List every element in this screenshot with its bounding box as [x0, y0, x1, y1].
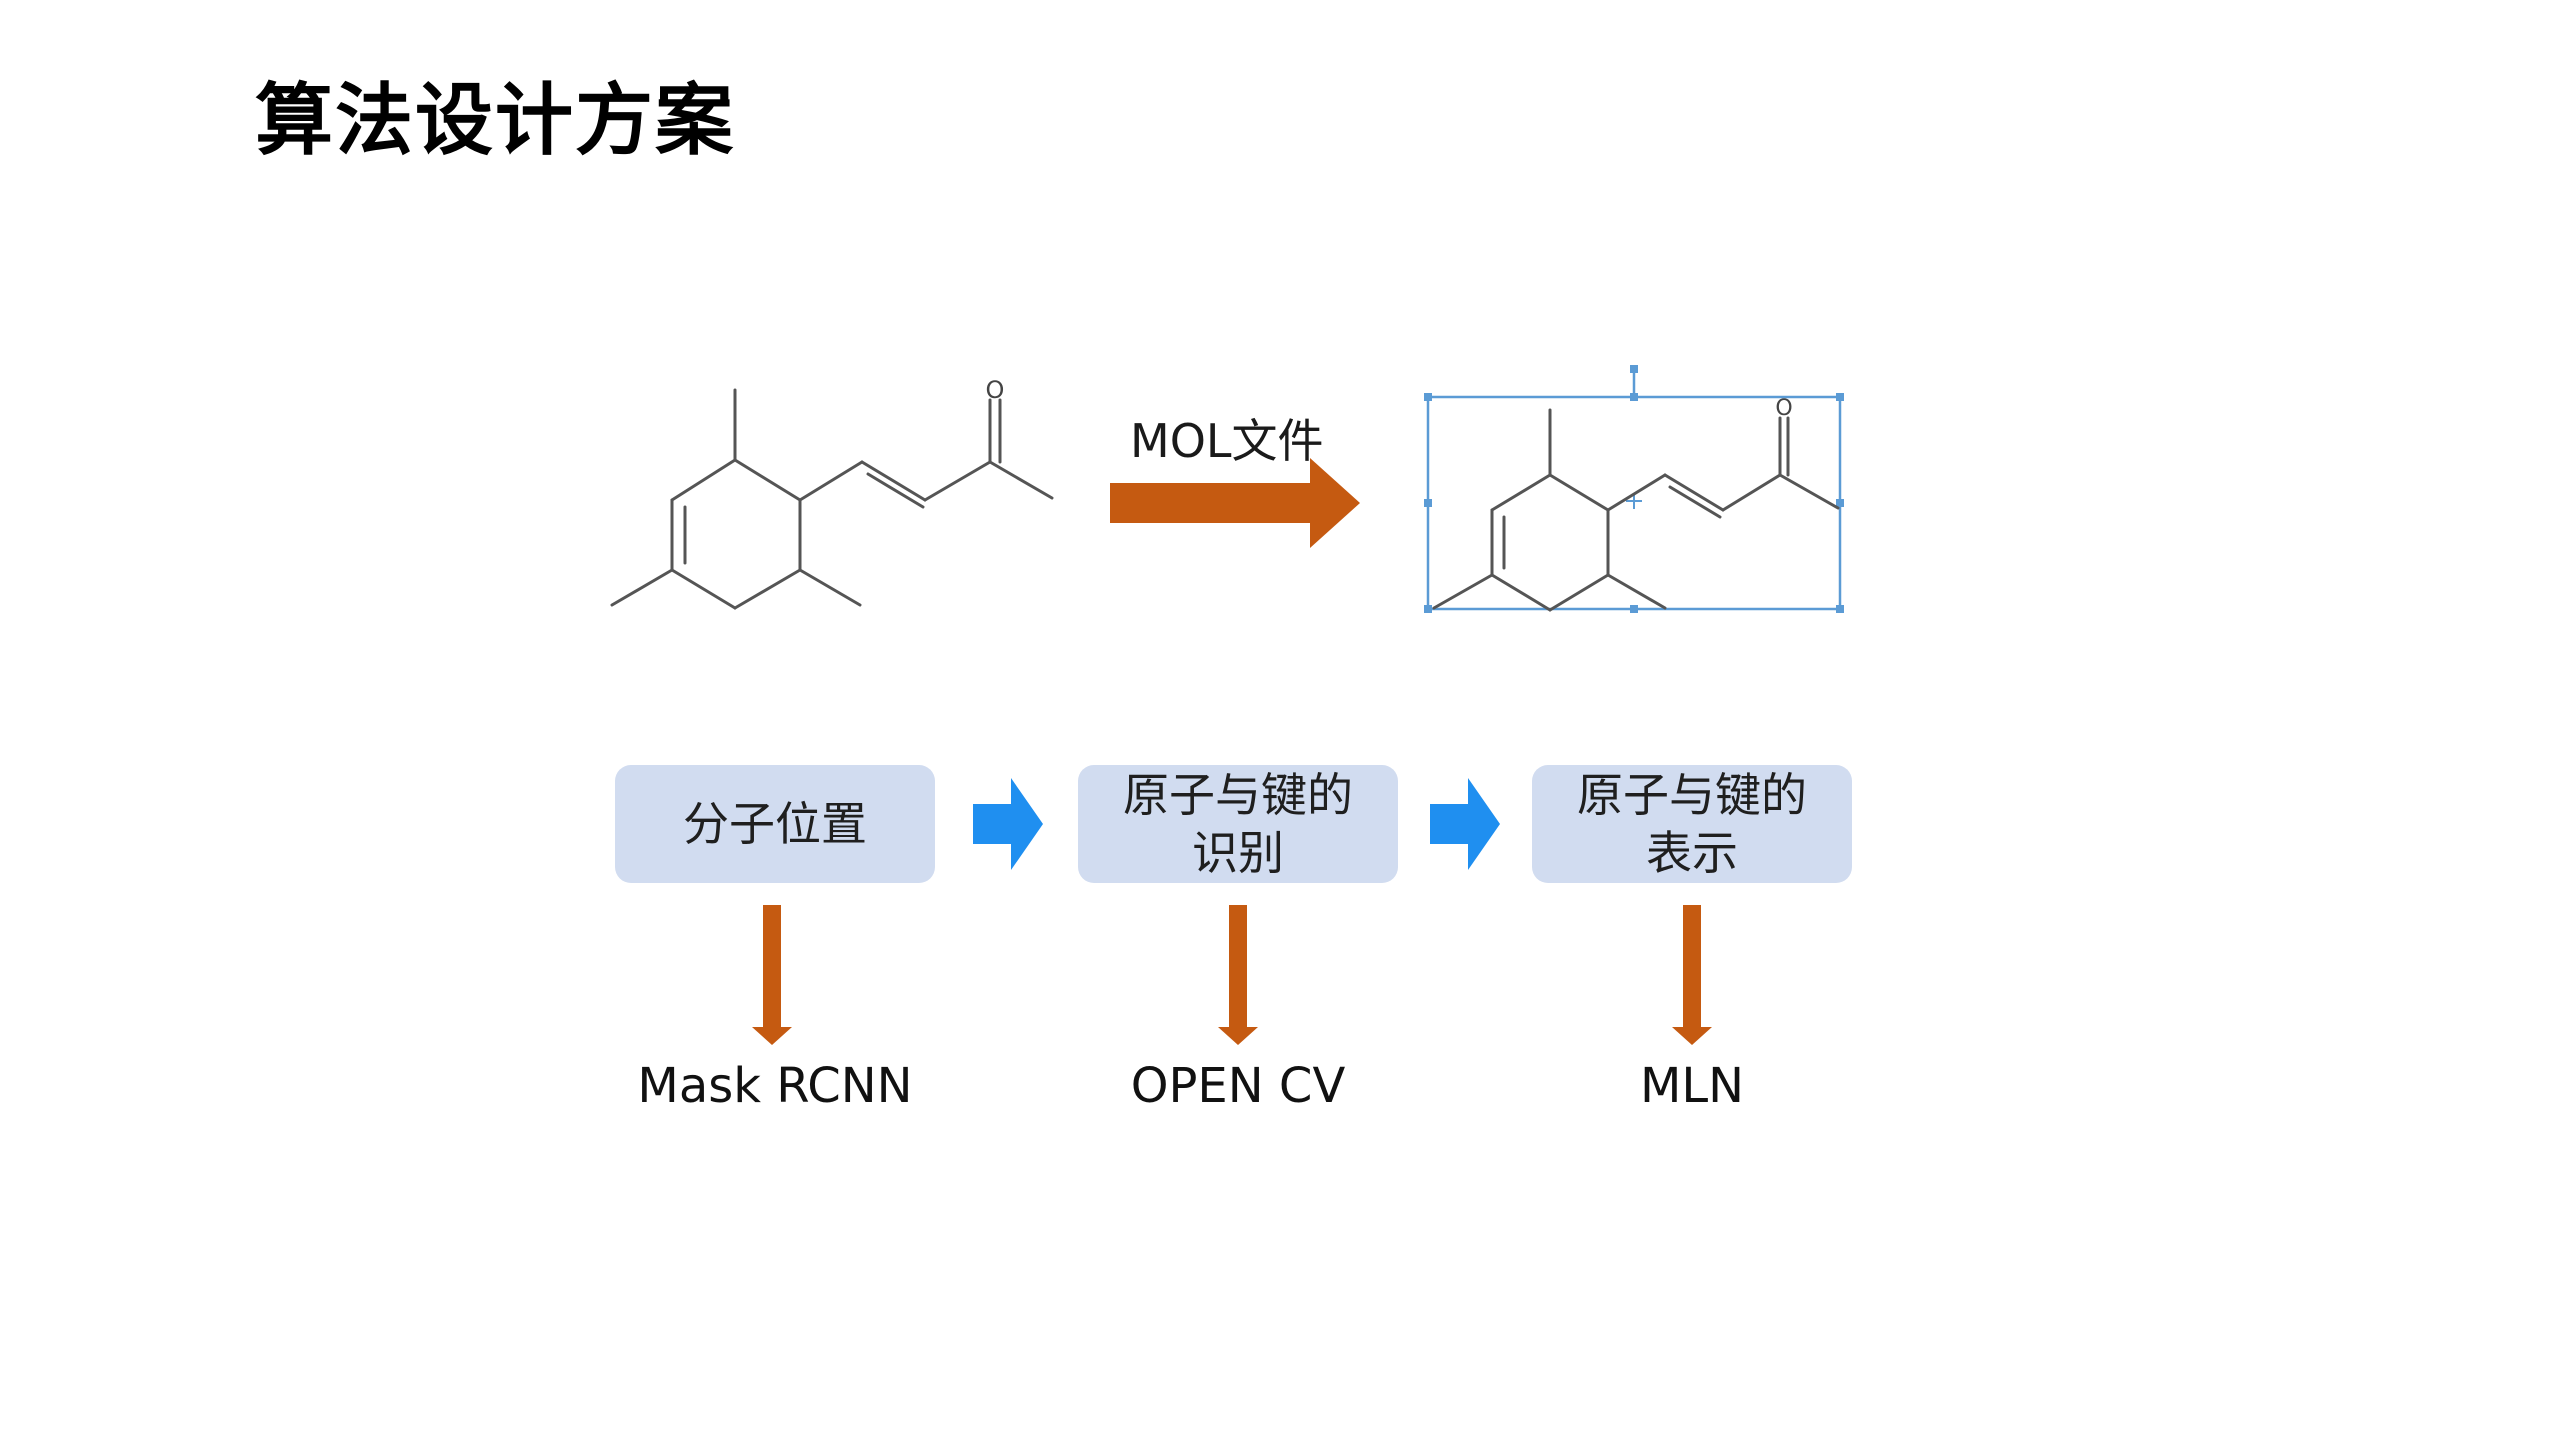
arrow-right-icon [973, 778, 1043, 870]
step-box-text: 原子与键的 [1123, 768, 1353, 822]
molecule-image-output: O [1424, 365, 1844, 613]
method-label-opencv: OPEN CV [1130, 1058, 1346, 1114]
step-box-text: 识别 [1192, 826, 1284, 880]
method-label-mask-rcnn: Mask RCNN [637, 1058, 913, 1114]
step-box-text: 分子位置 [683, 797, 867, 851]
oxygen-label-left: O [986, 376, 1005, 404]
arrow-down-icon [1218, 905, 1258, 1045]
arrow-right-icon [1430, 778, 1500, 870]
arrow-down-icon [752, 905, 792, 1045]
molecule-image-input: O [610, 376, 1054, 610]
slide-title: 算法设计方案 [255, 76, 736, 166]
step-box-molecule-position: 分子位置 [615, 765, 935, 883]
step-box-text: 表示 [1646, 826, 1738, 880]
step-box-atom-bond-recognition: 原子与键的 识别 [1078, 765, 1398, 883]
method-label-mln: MLN [1639, 1058, 1745, 1114]
arrow-down-icon [1672, 905, 1712, 1045]
oxygen-label-right: O [1775, 396, 1792, 421]
mol-file-label: MOL文件 [1130, 414, 1324, 468]
step-box-text: 原子与键的 [1577, 768, 1807, 822]
step-box-atom-bond-representation: 原子与键的 表示 [1532, 765, 1852, 883]
arrow-right-icon [1110, 458, 1360, 548]
